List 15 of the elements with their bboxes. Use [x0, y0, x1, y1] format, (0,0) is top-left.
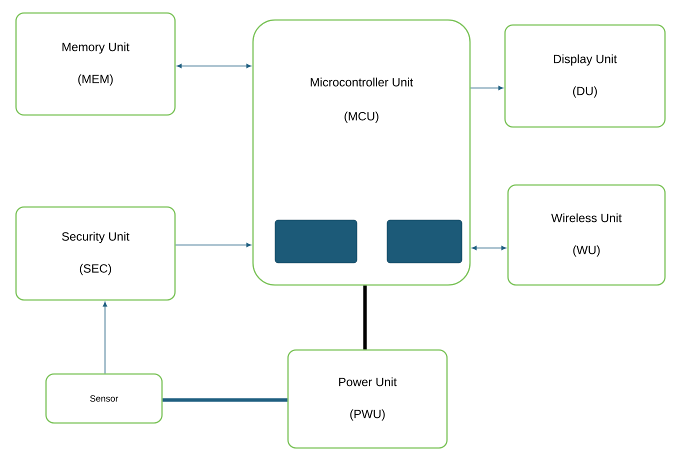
connector: [176, 64, 252, 68]
chip-box: [274, 220, 358, 264]
unit-box: Display Unit (DU): [504, 24, 666, 128]
connector: [472, 246, 506, 250]
connector: [175, 242, 252, 248]
connector: [363, 286, 367, 350]
unit-box: Sensor: [45, 373, 163, 424]
chip-box: [386, 220, 462, 264]
connector: [102, 302, 108, 374]
connector: [162, 398, 288, 402]
unit-box: Wireless Unit (WU): [507, 184, 666, 286]
unit-box: Power Unit (PWU): [287, 349, 448, 449]
unit-box: Security Unit (SEC): [15, 206, 176, 301]
unit-box: Memory Unit (MEM): [15, 12, 176, 116]
connector: [470, 86, 504, 90]
